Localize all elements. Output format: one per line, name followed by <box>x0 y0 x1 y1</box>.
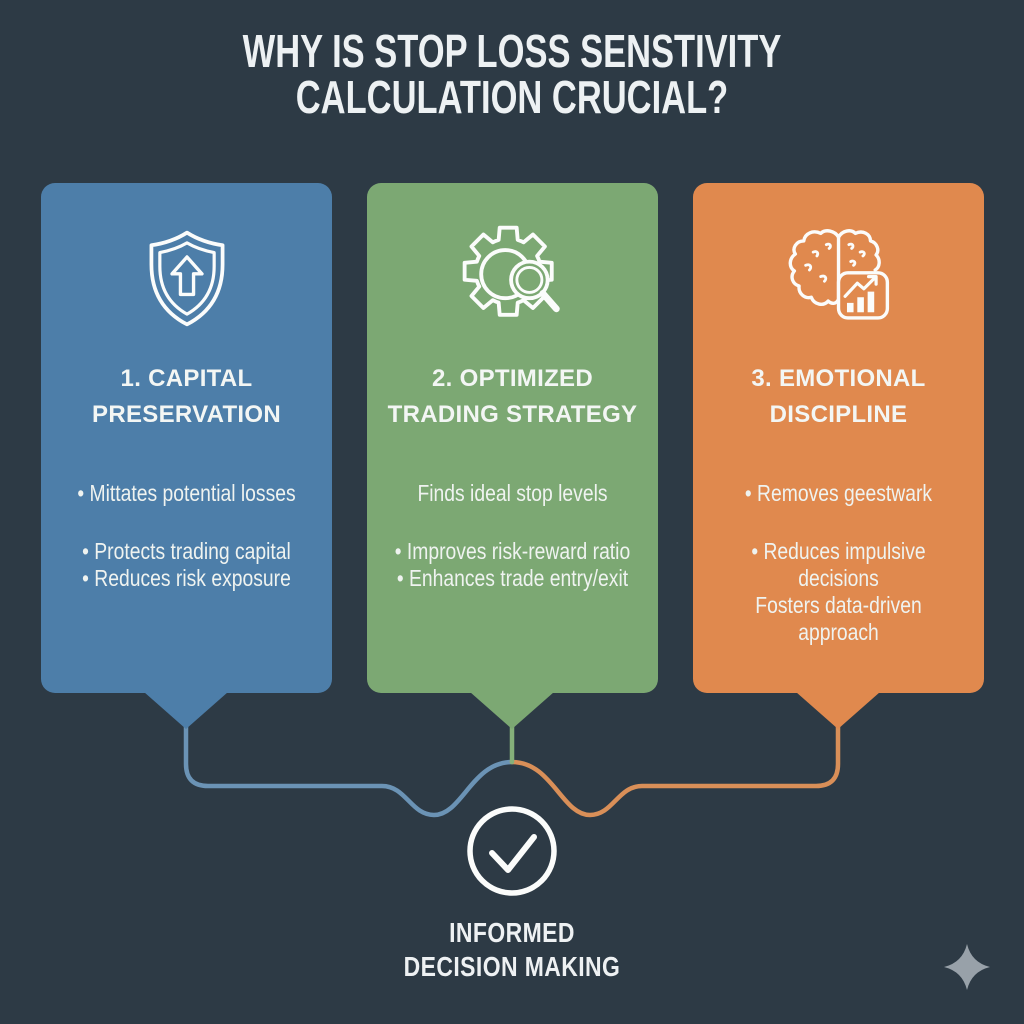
card-1-icon-area <box>41 225 332 331</box>
page-title: WHY IS STOP LOSS SENSTIVITY CALCULATION … <box>128 28 896 120</box>
card-2-pointer <box>470 692 554 729</box>
bullet-item: Fosters data-driven approach <box>755 592 922 645</box>
card-2-heading-line2: TRADING STRATEGY <box>387 401 638 428</box>
card-3-heading-line1: 3. EMOTIONAL <box>751 365 926 392</box>
shield-up-arrow-icon <box>149 230 224 326</box>
chart-bar <box>867 291 874 313</box>
card-2-icon-area <box>367 225 658 331</box>
card-3-pointer <box>796 692 880 729</box>
footer-label: INFORMED DECISION MAKING <box>92 916 932 984</box>
card-emotional-discipline: 3. EMOTIONAL DISCIPLINE • Removes geestw… <box>693 183 984 693</box>
card-1-bullets: • Mittates potential losses • Protects t… <box>64 480 308 592</box>
bullet-item: • Reduces risk exposure <box>82 565 291 591</box>
check-circle-icon <box>467 806 557 896</box>
connector-orange <box>509 723 841 818</box>
card-1-heading: 1. CAPITAL PRESERVATION <box>41 361 332 433</box>
card-optimized-trading-strategy: 2. OPTIMIZED TRADING STRATEGY Finds idea… <box>367 183 658 693</box>
card-capital-preservation: 1. CAPITAL PRESERVATION • Mittates poten… <box>41 183 332 693</box>
sparkle-icon <box>944 944 990 990</box>
bullet-item: Finds ideal stop levels <box>417 480 608 506</box>
card-2-bullets: Finds ideal stop levels • Improves risk-… <box>390 480 634 592</box>
connector-blue <box>183 723 515 818</box>
sparkle-shape <box>944 944 990 990</box>
footer-icon-area <box>464 803 560 904</box>
chart-bar <box>856 297 864 313</box>
card-1-heading-line1: 1. CAPITAL <box>120 365 253 392</box>
card-2-heading: 2. OPTIMIZED TRADING STRATEGY <box>367 361 658 433</box>
page-title-line1: WHY IS STOP LOSS SENSTIVITY <box>242 25 782 77</box>
brain-chart-icon <box>788 229 889 320</box>
footer-label-line2: DECISION MAKING <box>403 951 621 982</box>
bullet-item: • Reduces impulsive decisions <box>751 538 926 591</box>
sparkle-area <box>941 941 993 998</box>
card-3-heading-line2: DISCIPLINE <box>769 401 908 428</box>
chart-bar <box>846 302 854 313</box>
bullet-item: • Protects trading capital <box>82 538 291 564</box>
bullet-item: • Improves risk-reward ratio <box>394 538 631 564</box>
bullet-item: • Removes geestwark <box>744 480 933 506</box>
card-2-heading-line1: 2. OPTIMIZED <box>432 365 593 392</box>
card-3-bullets: • Removes geestwark • Reduces impulsive … <box>716 480 960 646</box>
bullet-item: • Mittates potential losses <box>77 480 296 506</box>
card-1-heading-line2: PRESERVATION <box>92 401 281 428</box>
card-3-icon-area <box>693 225 984 331</box>
card-3-heading: 3. EMOTIONAL DISCIPLINE <box>693 361 984 433</box>
footer-label-line1: INFORMED <box>449 917 575 948</box>
bullet-item: • Enhances trade entry/exit <box>396 565 629 591</box>
card-1-pointer <box>144 692 228 729</box>
page-title-line2: CALCULATION CRUCIAL? <box>295 71 729 123</box>
gear-magnifier-icon <box>462 225 560 317</box>
